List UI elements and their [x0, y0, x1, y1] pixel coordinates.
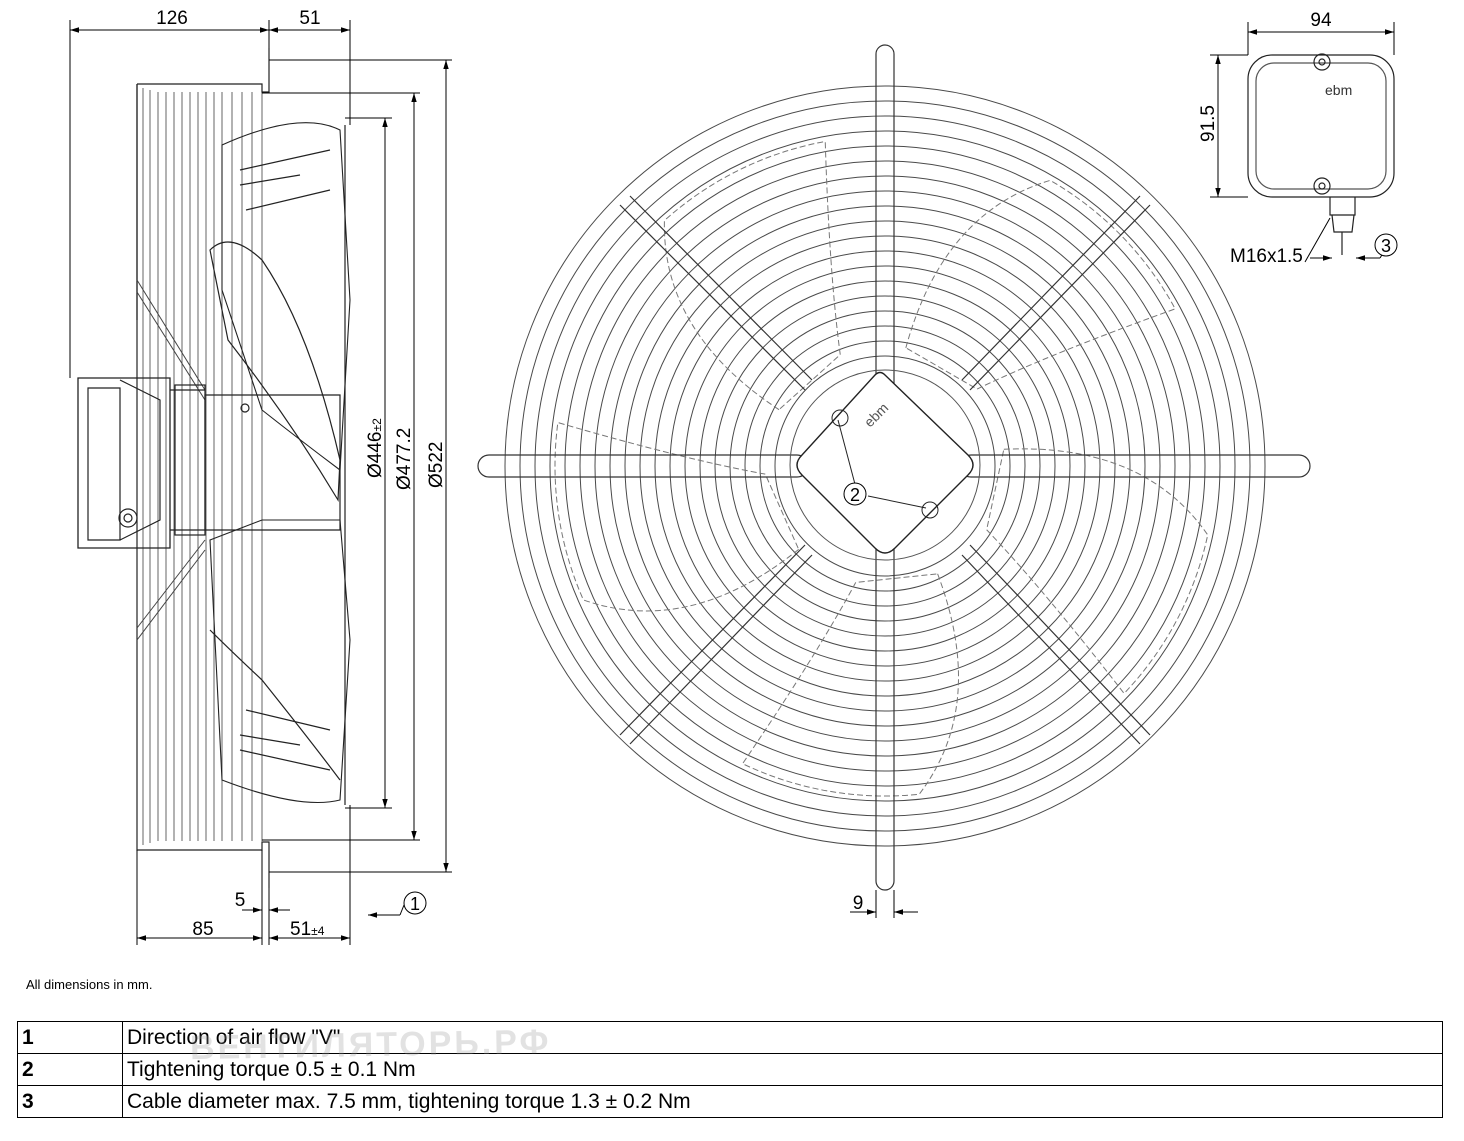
side-guard-rods — [142, 88, 263, 845]
side-dimensions — [69, 20, 452, 945]
legend-text: Tightening torque 0.5 ± 0.1 Nm — [122, 1053, 1443, 1086]
dim-94: 94 — [1310, 10, 1332, 31]
dim-9: 9 — [853, 893, 864, 914]
legend-text: Direction of air flow "V" — [122, 1021, 1443, 1054]
guard-ring — [639, 220, 1131, 712]
callout-1-label: 1 — [410, 894, 420, 914]
legend-row: 2 Tightening torque 0.5 ± 0.1 Nm — [17, 1053, 1443, 1086]
fan-blade — [663, 140, 841, 411]
fan-blade — [554, 421, 800, 612]
guard-ring — [699, 280, 1071, 652]
box-logo: ebm — [1325, 82, 1352, 98]
callout-3-label: 3 — [1381, 236, 1391, 256]
guard-ring — [654, 235, 1116, 697]
box-dimensions — [1210, 22, 1395, 263]
dim-diameter-477: Ø477.2 — [394, 428, 415, 490]
guard-ring — [624, 205, 1146, 727]
dim-51-top: 51 — [299, 8, 320, 29]
thread-label: M16x1.5 — [1230, 246, 1303, 267]
dim-51-bottom: 51±4 — [290, 919, 325, 940]
legend-number: 2 — [17, 1053, 123, 1086]
callout-2-label: 2 — [850, 485, 860, 505]
dim-126: 126 — [156, 8, 188, 29]
callout-2: 2 — [843, 482, 867, 506]
technical-drawing: 126 51 Ø446±2 Ø477.2 Ø522 5 85 51±4 1 — [69, 8, 1398, 945]
legend-row: 1 Direction of air flow "V" — [17, 1021, 1443, 1054]
legend-number: 3 — [17, 1085, 123, 1118]
guard-ring — [564, 145, 1206, 787]
front-view — [477, 44, 1311, 891]
callout-1: 1 — [403, 891, 427, 915]
guard-ring — [759, 340, 1011, 592]
terminal-box-view — [1247, 53, 1395, 255]
dim-85: 85 — [192, 919, 213, 940]
guard-ring — [594, 175, 1176, 757]
guard-ring — [729, 310, 1041, 622]
guard-ring — [549, 130, 1221, 802]
legend-number: 1 — [17, 1021, 123, 1054]
blade-outlines — [554, 140, 1209, 797]
dim-diameter-446: Ø446±2 — [365, 418, 386, 478]
guard-ring — [714, 295, 1056, 637]
dim-5: 5 — [235, 890, 246, 911]
fan-blade — [905, 179, 1176, 390]
units-note: All dimensions in mm. — [26, 977, 153, 992]
legend-table: 1 Direction of air flow "V" 2 Tightening… — [17, 1021, 1443, 1118]
guard-ring — [744, 325, 1026, 607]
guard-ring — [504, 85, 1266, 847]
guard-rings — [504, 85, 1266, 847]
fan-blade — [986, 448, 1209, 695]
dim-diameter-522: Ø522 — [426, 442, 447, 488]
guard-ring — [669, 250, 1101, 682]
fan-blade — [741, 573, 959, 797]
dim-91-5: 91.5 — [1198, 105, 1219, 142]
side-view — [77, 48, 351, 888]
guard-ring — [579, 160, 1191, 772]
guard-ring — [534, 115, 1236, 817]
guard-ring — [774, 355, 996, 577]
legend-row: 3 Cable diameter max. 7.5 mm, tightening… — [17, 1085, 1443, 1118]
guard-ring — [519, 100, 1251, 832]
guard-ring — [609, 190, 1161, 742]
legend-text: Cable diameter max. 7.5 mm, tightening t… — [122, 1085, 1443, 1118]
guard-ring — [684, 265, 1086, 667]
callout-3: 3 — [1374, 233, 1398, 257]
front-dimensions — [850, 890, 918, 918]
